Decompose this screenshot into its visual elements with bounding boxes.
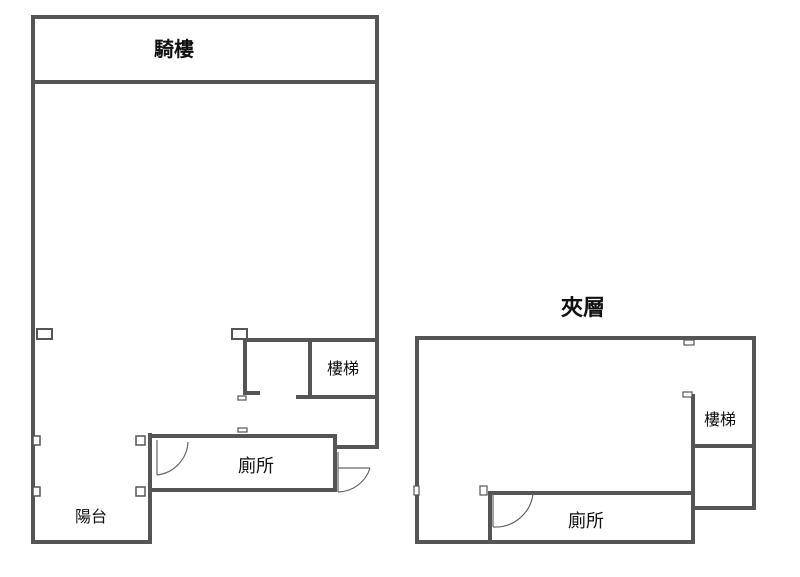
ground-floor: 騎樓 樓梯 廁所 陽台 <box>31 15 379 544</box>
column <box>36 328 53 340</box>
column <box>135 486 146 497</box>
column <box>237 395 247 401</box>
column <box>135 435 146 446</box>
column <box>413 485 420 496</box>
column <box>32 486 41 497</box>
door-swing-mezzanine-toilet <box>492 493 534 528</box>
label-arcade: 騎樓 <box>154 37 194 61</box>
column <box>479 485 488 496</box>
ground-outer-wall <box>31 15 379 544</box>
service-block-wall <box>243 338 379 399</box>
label-stairs-ground: 樓梯 <box>327 359 359 378</box>
column <box>682 391 693 398</box>
label-toilet-mezzanine: 廁所 <box>568 510 604 532</box>
column <box>237 427 248 433</box>
label-stairs-mezzanine: 樓梯 <box>704 410 736 429</box>
column <box>683 339 695 346</box>
mezzanine-floor: 夾層 樓梯 廁所 <box>413 296 756 544</box>
mezzanine-stairs-wall <box>691 394 756 510</box>
column <box>32 435 41 446</box>
mezzanine-toilet-wall <box>488 491 695 544</box>
door-swing-toilet <box>156 440 189 476</box>
label-balcony: 陽台 <box>75 507 107 526</box>
label-toilet-ground: 廁所 <box>238 455 274 477</box>
label-mezzanine: 夾層 <box>561 296 605 321</box>
door-swing-exterior <box>337 452 371 493</box>
column <box>231 328 248 340</box>
